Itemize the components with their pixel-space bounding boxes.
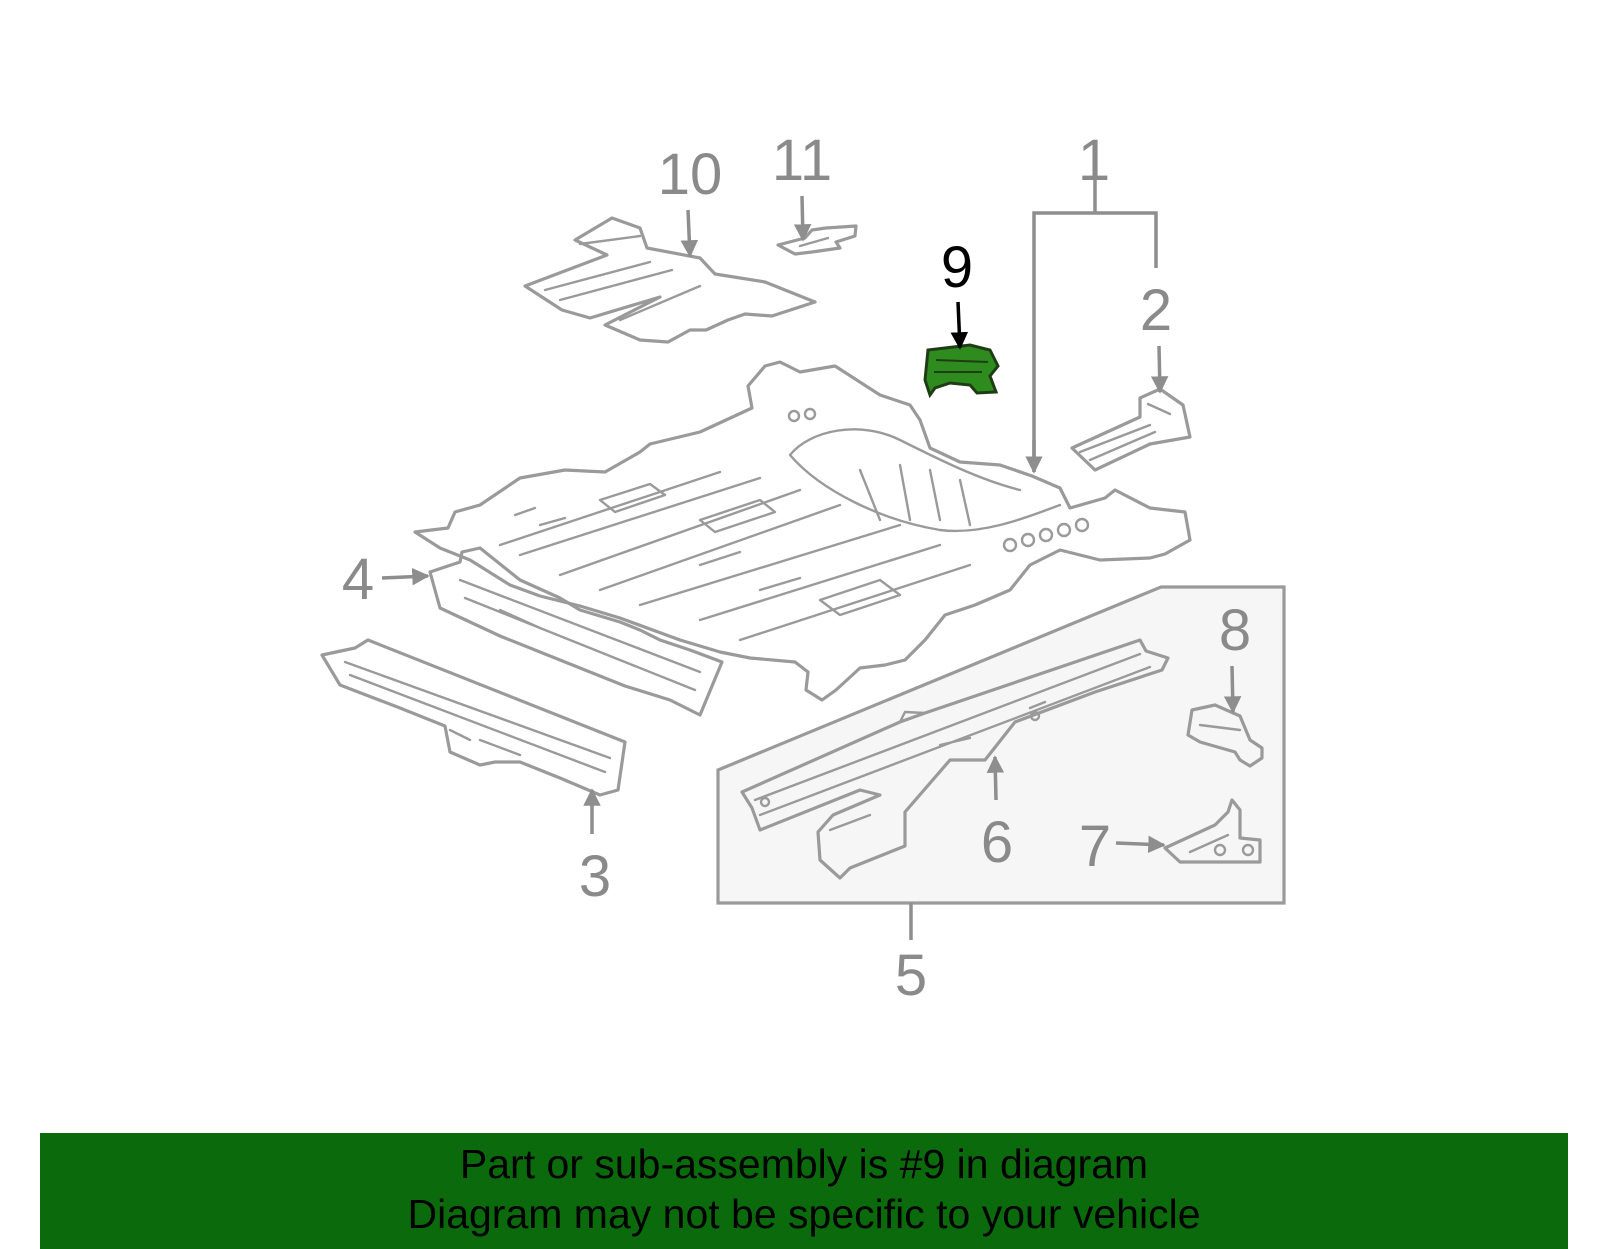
callout-5: 5	[895, 943, 927, 1008]
callout-6: 6	[981, 810, 1013, 875]
part-7-gusset[interactable]	[1163, 798, 1262, 864]
banner-line-2: Diagram may not be specific to your vehi…	[407, 1191, 1201, 1237]
part-9-panel-highlighted[interactable]	[923, 343, 1000, 399]
leader-lines	[381, 180, 1242, 940]
callout-7: 7	[1079, 814, 1111, 879]
callout-9: 9	[941, 235, 973, 300]
subassembly-box-5	[716, 585, 1286, 905]
parts-diagram: 10 11 9 1 2 4 8 6 7 3 5	[320, 128, 1286, 1008]
banner-line-1: Part or sub-assembly is #9 in diagram	[459, 1141, 1149, 1187]
part-11-bracket[interactable]	[776, 224, 858, 256]
callout-11: 11	[772, 128, 832, 193]
part-4-cross-member[interactable]	[428, 546, 724, 717]
part-3-front-cross-member[interactable]	[320, 638, 627, 797]
info-banner: Part or sub-assembly is #9 in diagram Di…	[40, 1133, 1568, 1249]
part-10-floor-cover[interactable]	[523, 216, 817, 344]
callout-8: 8	[1219, 598, 1251, 663]
main-floor-pan	[413, 360, 1192, 702]
part-8-bracket[interactable]	[1186, 703, 1264, 768]
callout-1: 1	[1078, 128, 1110, 193]
callout-2: 2	[1140, 278, 1172, 343]
part-6-side-rail[interactable]	[740, 638, 1170, 880]
callout-4: 4	[342, 547, 374, 612]
callout-10: 10	[658, 142, 723, 207]
callout-3: 3	[579, 844, 611, 909]
part-2-rear-bracket[interactable]	[1070, 387, 1192, 472]
